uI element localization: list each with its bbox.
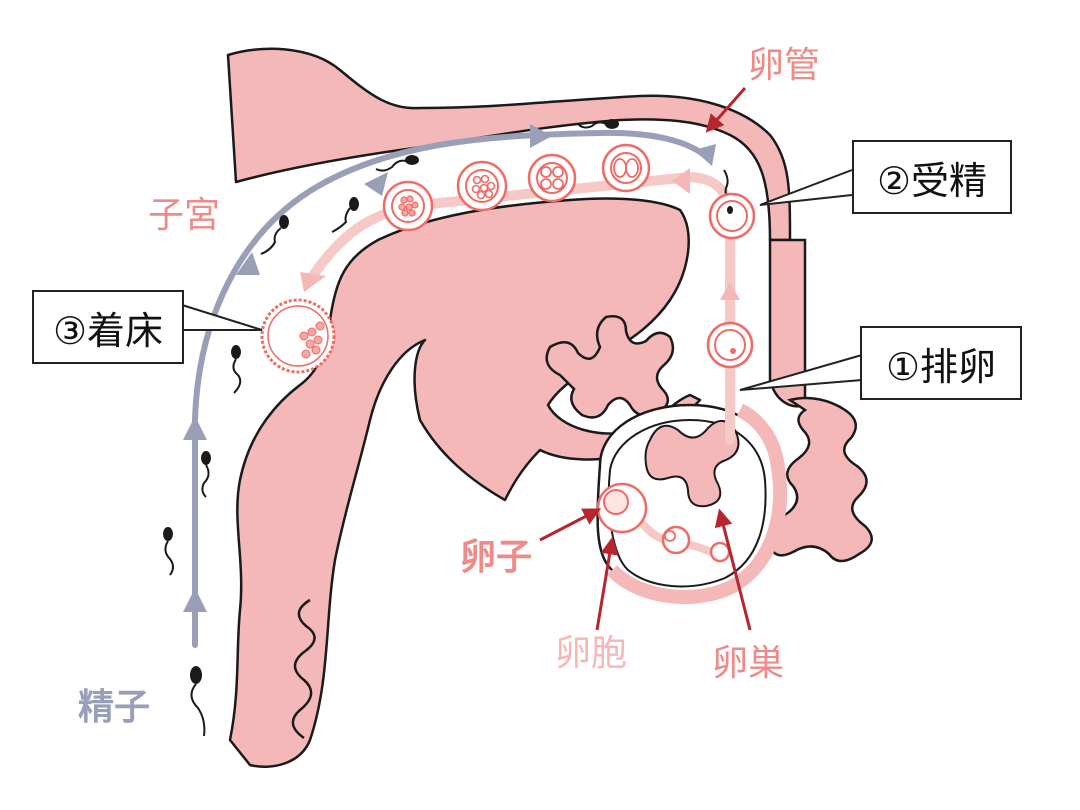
egg-cell-icon <box>706 321 754 369</box>
arrowhead-icon <box>236 252 260 275</box>
uterus-label: 子宮 <box>148 195 221 236</box>
ovary-fold <box>644 420 740 508</box>
ovary-label: 卵巣 <box>712 643 785 684</box>
ovary-pointer <box>714 508 752 631</box>
sperm-icon <box>331 197 359 233</box>
embryo-icon <box>382 180 434 232</box>
embryo-icon <box>456 160 508 212</box>
follicle-label: 卵胞 <box>555 633 628 674</box>
sperm-icon <box>577 119 619 129</box>
arrowhead-icon <box>720 282 740 300</box>
arrowhead-icon <box>530 124 552 148</box>
fertilization-callout: ②受精 <box>852 140 1012 214</box>
egg-pointer <box>539 508 602 542</box>
oviduct-pointer <box>705 87 747 133</box>
sperm-path <box>192 129 713 648</box>
implantation-callout: ③着床 <box>32 290 184 364</box>
arrowhead-icon <box>672 168 690 194</box>
sperm-icon <box>375 155 419 172</box>
fertilized-egg-icon <box>708 192 756 240</box>
fertilization-leader <box>759 169 853 206</box>
oviduct-label: 卵管 <box>748 45 821 86</box>
follicle-icon <box>709 541 731 563</box>
oviduct-folds <box>545 315 675 419</box>
cervix-folds <box>291 598 316 740</box>
arrowhead-icon <box>183 416 207 440</box>
embryo-icon <box>527 153 577 203</box>
ovulation-leader <box>739 354 863 391</box>
egg-cell-icon <box>596 482 648 534</box>
sperm-icon <box>201 451 211 498</box>
ovary-wall <box>606 403 788 604</box>
implantation-leader <box>181 304 263 331</box>
fimbriae-right <box>767 396 873 563</box>
sperm-icon <box>190 666 206 737</box>
arrowhead-icon <box>694 144 716 166</box>
embryo-icon <box>601 143 651 193</box>
egg-label: 卵子 <box>460 537 533 578</box>
follicle-pointer <box>595 536 619 631</box>
arrowhead-icon <box>183 588 207 612</box>
ovulation-callout: ①排卵 <box>860 326 1022 400</box>
arrowhead-icon <box>300 272 326 292</box>
sperm-label: 精子 <box>78 687 151 728</box>
blastocyst-icon <box>260 298 336 374</box>
sperm-icon <box>260 215 289 255</box>
follicle-icon <box>661 525 691 555</box>
sperm-icon <box>163 527 174 576</box>
arrowhead-icon <box>364 172 388 196</box>
sperm-icon <box>231 345 242 394</box>
